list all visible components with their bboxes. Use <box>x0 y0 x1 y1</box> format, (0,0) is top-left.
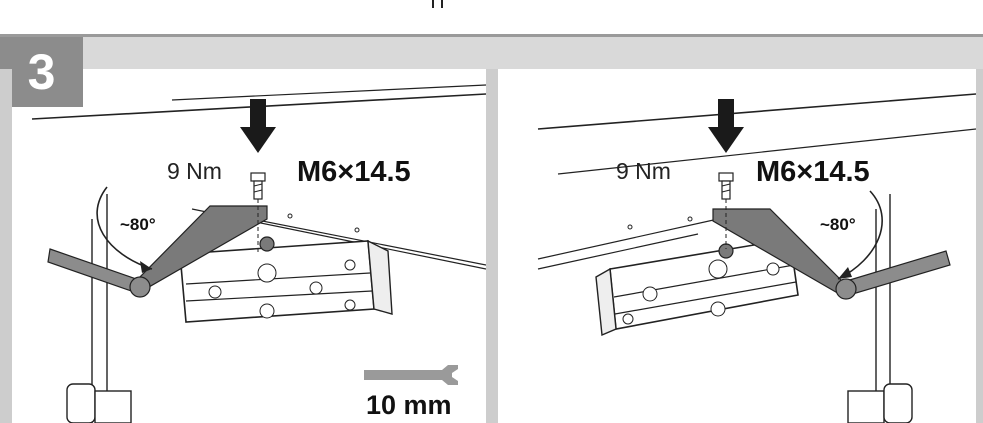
divider-stub <box>432 0 434 8</box>
hinge <box>883 383 913 423</box>
angle-label: ~80° <box>820 215 856 234</box>
frame-line <box>537 218 719 260</box>
torque-label: 9 Nm <box>167 158 222 184</box>
right-panel: 9 Nm M6×14.5 ~80° <box>498 69 976 423</box>
down-arrow-icon <box>240 99 276 153</box>
frame-line <box>537 233 699 270</box>
panel-border-left <box>0 69 12 423</box>
right-illustration: 9 Nm M6×14.5 ~80° <box>537 93 976 423</box>
panel-separator <box>486 69 498 423</box>
rotation-arrow-icon <box>837 190 883 280</box>
closer-arm <box>712 208 951 300</box>
panel-border-right <box>976 69 983 423</box>
wrench-size-label: 10 mm <box>366 390 452 420</box>
ceiling-line <box>171 84 486 101</box>
left-panel: 9 Nm M6×14.5 ~80° 10 mm <box>12 69 486 423</box>
left-illustration: 9 Nm M6×14.5 ~80° 10 mm <box>31 84 486 423</box>
door-closer-body <box>179 239 393 323</box>
hinge <box>847 390 885 423</box>
previous-step-strip <box>0 0 983 37</box>
angle-label: ~80° <box>120 215 156 234</box>
step-number-box <box>0 37 83 107</box>
hinge <box>66 383 96 423</box>
screw-icon <box>250 172 266 200</box>
screw-label: M6×14.5 <box>756 156 870 188</box>
wrench-icon <box>364 365 458 385</box>
screw-label: M6×14.5 <box>297 156 411 188</box>
step-number: 3 <box>27 44 56 100</box>
rotation-arrow-icon <box>96 186 153 270</box>
ceiling-line <box>537 93 976 130</box>
ceiling-line <box>557 128 976 175</box>
down-arrow-icon <box>708 99 744 153</box>
screw-icon <box>718 172 734 200</box>
torque-label: 9 Nm <box>616 158 671 184</box>
hinge <box>94 390 132 423</box>
divider-stub <box>441 0 443 8</box>
door-closer-body <box>595 238 799 337</box>
step-header-band <box>0 37 983 69</box>
